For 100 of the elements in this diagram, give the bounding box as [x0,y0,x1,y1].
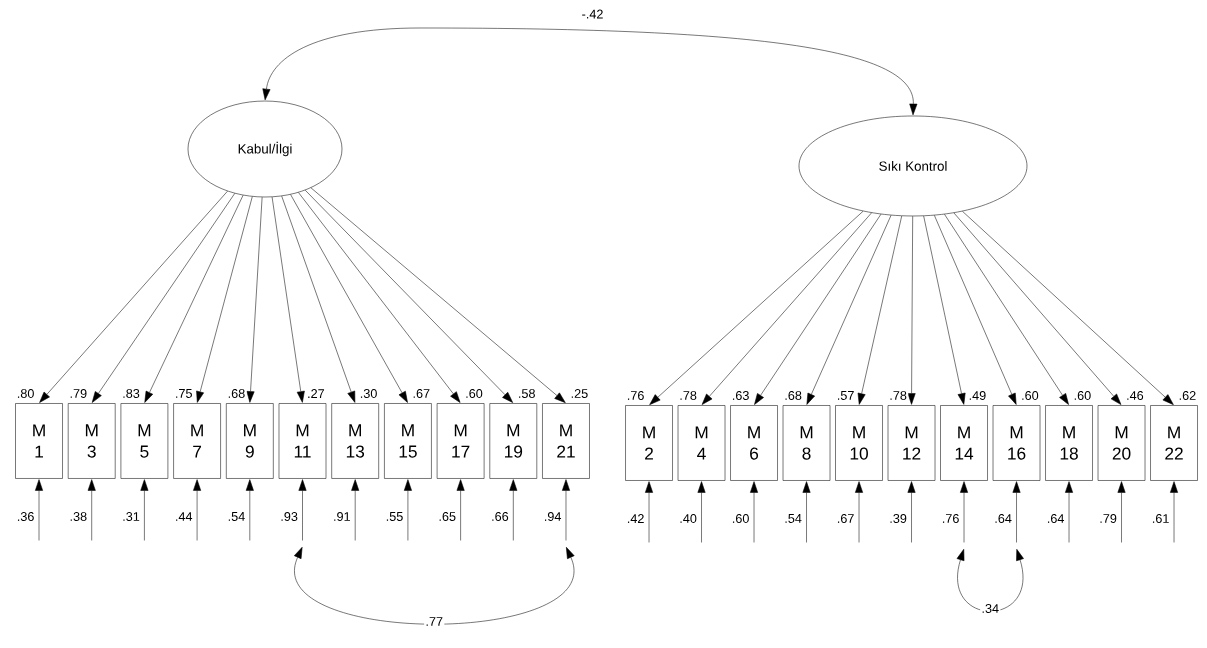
edge-label: .65 [437,510,458,523]
path-arrow [962,211,1174,405]
edge-label: .39 [888,512,909,525]
edge-label: .79 [68,387,89,400]
edge-label: .78 [678,389,699,402]
edge-label: .80 [15,387,36,400]
indicator-box: M 17 [436,403,485,479]
edge-label: .61 [1150,512,1171,525]
edge-label: .31 [120,510,142,523]
path-arrow [144,195,244,403]
path-arrow [934,215,1017,405]
edge-label: .34 [980,602,1001,615]
indicator-box: M 7 [173,403,221,479]
edge-label: .25 [569,387,590,400]
error-arrow [298,479,307,541]
edge-label: .93 [279,510,300,523]
edge-label: .91 [331,510,352,523]
path-arrow [271,196,305,403]
edge-label: .40 [678,512,699,525]
edge-label: .94 [542,510,563,523]
edge-label: .68 [226,387,247,400]
edge-label: .49 [967,389,988,402]
edge-label: .57 [835,389,856,402]
edge-label: .60 [1019,389,1041,402]
error-arrow [1170,481,1178,543]
edge-label: .38 [68,510,89,523]
error-arrow [245,479,254,541]
path-arrow [649,210,864,405]
edge-label: .76 [940,512,961,525]
error-arrow [802,481,811,543]
path-arrow [701,212,872,405]
edge-label: .64 [1045,512,1066,525]
error-arrow [750,481,758,543]
edge-label: .63 [730,389,751,402]
indicator-box: M 22 [1150,405,1198,481]
edge-label: .79 [1098,512,1119,525]
edge-label: .75 [173,387,194,400]
edge-label: .76 [625,389,646,402]
edge-label: .54 [226,510,247,523]
path-arrow [39,190,228,403]
edge-label: .66 [489,510,511,523]
edge-label: .78 [888,389,909,402]
indicator-box: M 12 [887,405,936,481]
path-arrow [857,215,902,405]
path-arrow [310,187,566,403]
indicator-box: M 14 [940,405,988,481]
error-arrow [1117,481,1126,543]
indicator-box: M 8 [782,405,831,481]
indicator-box: M 6 [730,405,778,481]
edge-label: .36 [15,510,36,523]
indicator-box: M 16 [992,405,1041,481]
error-arrow [351,479,360,541]
indicator-box: M 2 [625,405,673,481]
edge-label: .58 [516,387,537,400]
indicator-box: M 10 [835,405,883,481]
edge-label: .60 [463,387,485,400]
covariance-arrow [294,547,575,625]
error-arrow [645,481,653,543]
error-arrow [960,481,968,543]
path-arrow [806,215,892,405]
indicator-box: M 20 [1097,405,1146,481]
path-arrow [290,194,408,403]
indicator-box: M 13 [331,403,379,479]
indicator-box: M 18 [1045,405,1093,481]
path-arrow [953,212,1122,405]
indicator-box: M 5 [120,403,169,479]
edge-label: .83 [120,387,142,400]
error-arrow [697,481,706,543]
edge-label: .44 [173,510,194,523]
edge-label: .46 [1124,389,1145,402]
indicator-box: M 21 [542,403,590,479]
indicator-box: M 15 [384,403,432,479]
error-arrow [562,479,570,541]
error-arrow [140,479,149,541]
error-arrow [35,479,43,541]
path-arrow [944,214,1069,405]
edge-label: .64 [993,512,1014,525]
path-arrow [754,213,882,405]
error-arrow [193,479,202,541]
path-arrow [281,195,356,403]
path-arrow [907,216,916,405]
path-arrow [298,192,461,403]
indicator-box: M 1 [15,403,63,479]
edge-label: .77 [424,615,445,628]
edge-label: .27 [305,387,326,400]
error-arrow [855,481,863,543]
edge-label: .67 [835,512,856,525]
covariance-arrow [262,27,918,116]
covariance-arrow [956,549,1024,612]
indicator-box: M 4 [677,405,726,481]
edge-label: .62 [1177,389,1198,402]
edge-label: .68 [783,389,804,402]
edge-label: .54 [783,512,804,525]
error-arrow [907,481,916,543]
path-arrow [246,196,263,403]
indicator-box: M 19 [489,403,538,479]
edge-label: -.42 [580,8,605,20]
path-arrow [923,215,966,405]
path-arrow [196,196,253,403]
error-arrow [1065,481,1073,543]
